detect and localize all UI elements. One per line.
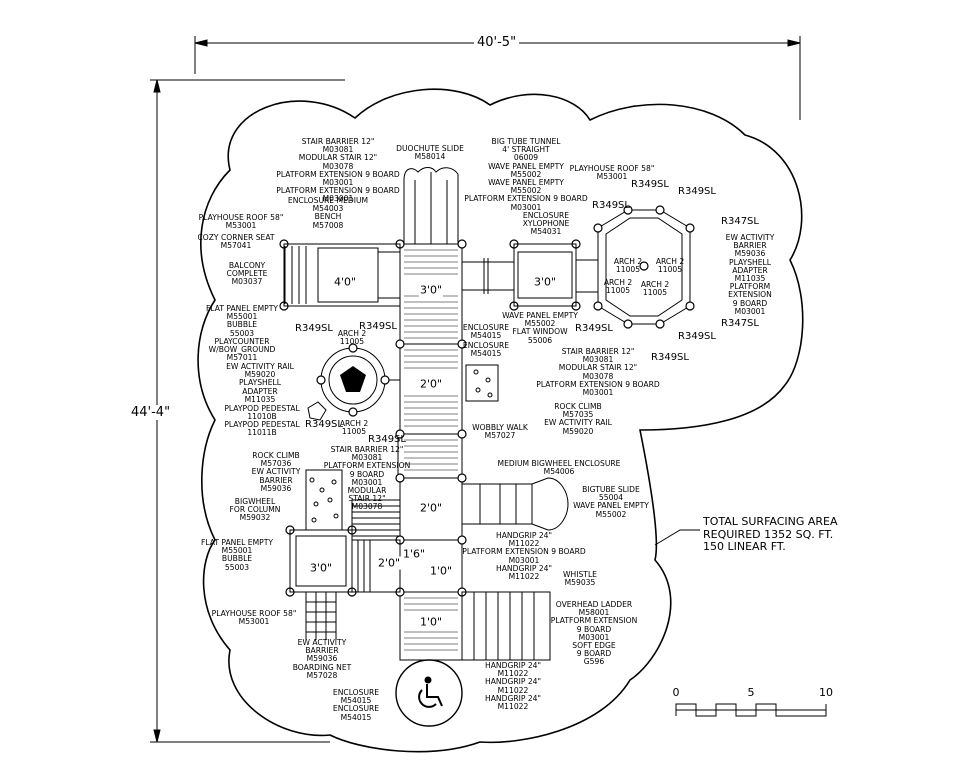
label-enclosures-bottom: ENCLOSURE M54015 ENCLOSURE M54015 — [332, 688, 380, 722]
label-ew-activity-barrier-right: EW ACTIVITY BARRIER M59036 PLAYSHELL ADA… — [725, 233, 775, 316]
scale-tick-5: 5 — [747, 686, 755, 699]
label-handgrips-bottom: HANDGRIP 24" M11022 HANDGRIP 24" M11022 … — [485, 661, 541, 712]
platform-size-center-mid: 2'0" — [418, 501, 444, 515]
platform-size-stair-lower: 2'0" — [376, 556, 402, 570]
connector-r347-1: R347SL — [721, 216, 759, 227]
label-wave-panel-flat-window: WAVE PANEL EMPTY M55002 FLAT WINDOW 5500… — [502, 311, 578, 345]
label-enclosure-xylophone: ENCLOSURE XYLOPHONE M54031 — [522, 211, 570, 237]
duochute-slide-shape — [403, 167, 459, 244]
wobbly-walk-panels — [465, 364, 499, 402]
height-dimension: 44'-4" — [128, 405, 174, 420]
surfacing-note: TOTAL SURFACING AREA REQUIRED 1352 SQ. F… — [703, 515, 838, 554]
label-wobbly-walk: WOBBLY WALK M57027 — [472, 423, 528, 441]
connector-r349-5: R349SL — [678, 186, 716, 197]
accessibility-icon — [395, 659, 463, 727]
rock-climb-left-shape — [305, 469, 401, 537]
label-stair-barrier-top: STAIR BARRIER 12" M03081 MODULAR STAIR 1… — [276, 137, 400, 204]
connector-r349-9: R349SL — [305, 419, 343, 430]
platform-size-walk-top: 2'0" — [418, 377, 444, 391]
label-stair-barrier-right: STAIR BARRIER 12" M03081 MODULAR STAIR 1… — [536, 347, 660, 398]
scale-tick-0: 0 — [672, 686, 680, 699]
label-enclosure-mid-1: ENCLOSURE M54015 — [462, 323, 510, 341]
connector-r349-6: R349SL — [678, 331, 716, 342]
label-enclosure-medium: ENCLOSURE MEDIUM M54003 BENCH M57008 — [287, 196, 369, 230]
connector-r349-3: R349SL — [592, 200, 630, 211]
label-flat-panel-bubble-bottom: FLAT PANEL EMPTY M55001 BUBBLE 55003 — [200, 538, 274, 572]
platform-size-left-lower: 3'0" — [308, 561, 334, 575]
bigtube-slide-shape — [461, 477, 569, 531]
label-arch2-b: ARCH 2 11005 — [655, 257, 685, 275]
surfacing-note-line-1: TOTAL SURFACING AREA — [703, 515, 838, 528]
label-medium-bigwheel-enclosure: MEDIUM BIGWHEEL ENCLOSURE M54006 — [497, 459, 621, 477]
platform-size-center-bottom: 1'0" — [418, 615, 444, 629]
label-arch2-pod-top: ARCH 2 11005 — [337, 329, 367, 347]
label-ew-activity-rail-left: EW ACTIVITY RAIL M59020 PLAYSHELL ADAPTE… — [226, 362, 294, 404]
platform-size-center-top: 3'0" — [418, 283, 444, 297]
label-handgrip-platform: HANDGRIP 24" M11022 PLATFORM EXTENSION 9… — [462, 531, 586, 582]
label-playhouse-roof-bottom: PLAYHOUSE ROOF 58" M53001 — [211, 609, 297, 627]
connector-r347-2: R347SL — [721, 318, 759, 329]
playpod-left-posts — [316, 343, 390, 417]
label-bigwheel-column: BIGWHEEL FOR COLUMN M59032 — [229, 497, 281, 523]
connector-r349-10: R349SL — [368, 434, 406, 445]
label-enclosure-mid-2: ENCLOSURE M54015 — [462, 341, 510, 359]
label-arch2-c: ARCH 2 11005 — [603, 278, 633, 296]
platform-size-tower-b: 3'0" — [532, 275, 558, 289]
label-big-tube-tunnel: BIG TUBE TUNNEL 4' STRAIGHT 06009 WAVE P… — [464, 137, 588, 212]
note-leader — [654, 529, 700, 546]
label-playhouse-roof-top-right: PLAYHOUSE ROOF 58" M53001 — [569, 164, 655, 182]
scale-bar — [675, 703, 827, 717]
label-arch2-a: ARCH 2 11005 — [613, 257, 643, 275]
platform-size-tower-a: 4'0" — [332, 275, 358, 289]
scale-tick-10: 10 — [819, 686, 833, 699]
label-ew-activity-barrier-bottom: EW ACTIVITY BARRIER M59036 BOARDING NET … — [292, 638, 352, 680]
label-overhead-ladder: OVERHEAD LADDER M58001 PLATFORM EXTENSIO… — [550, 600, 638, 667]
playpod-cluster-posts — [593, 205, 695, 329]
label-cozy-corner-seat: COZY CORNER SEAT M57041 — [197, 233, 275, 251]
label-rock-climb-left: ROCK CLIMB M57036 EW ACTIVITY BARRIER M5… — [251, 451, 301, 493]
deck-hatching — [404, 249, 458, 651]
label-playhouse-roof-left: PLAYHOUSE ROOF 58" M53001 — [198, 213, 284, 231]
right-tower — [461, 243, 577, 307]
connector-r349-1: R349SL — [295, 323, 333, 334]
label-bigtube-slide: BIGTUBE SLIDE 55004 WAVE PANEL EMPTY M55… — [573, 485, 649, 519]
connector-r349-4: R349SL — [631, 179, 669, 190]
left-lower-tower — [289, 529, 401, 640]
left-tower — [283, 243, 401, 307]
overhead-ladder-shape — [461, 591, 551, 661]
platform-size-center-low-a: 1'6" — [401, 547, 427, 561]
label-rock-climb-right: ROCK CLIMB M57035 EW ACTIVITY RAIL M5902… — [544, 402, 612, 436]
width-dimension: 40'-5" — [474, 35, 520, 50]
label-stair-barrier-mid: STAIR BARRIER 12" M03081 PLATFORM EXTENS… — [323, 445, 411, 512]
label-duochute-slide: DUOCHUTE SLIDE M58014 — [396, 144, 464, 162]
surfacing-boundary — [197, 88, 804, 753]
label-flat-panel-bubble-top: FLAT PANEL EMPTY M55001 BUBBLE 55003 PLA… — [205, 304, 279, 363]
label-balcony-complete: BALCONY COMPLETE M03037 — [226, 261, 268, 287]
label-playpod-pedestal-2: PLAYPOD PEDESTAL 11011B — [224, 420, 300, 438]
connector-r349-7: R349SL — [575, 323, 613, 334]
platform-size-center-low-b: 1'0" — [428, 564, 454, 578]
connector-r349-8: R349SL — [651, 352, 689, 363]
label-arch2-pod-bottom: ARCH 2 11005 — [339, 419, 369, 437]
label-playpod-pedestal-1: PLAYPOD PEDESTAL 11010B — [224, 404, 300, 422]
surfacing-note-line-2: REQUIRED 1352 SQ. FT. — [703, 527, 834, 541]
surfacing-note-line-3: 150 LINEAR FT. — [703, 540, 786, 553]
label-arch2-d: ARCH 2 11005 — [640, 280, 670, 298]
label-whistle: WHISTLE M59035 — [563, 570, 597, 588]
connector-r349-2: R349SL — [359, 321, 397, 332]
